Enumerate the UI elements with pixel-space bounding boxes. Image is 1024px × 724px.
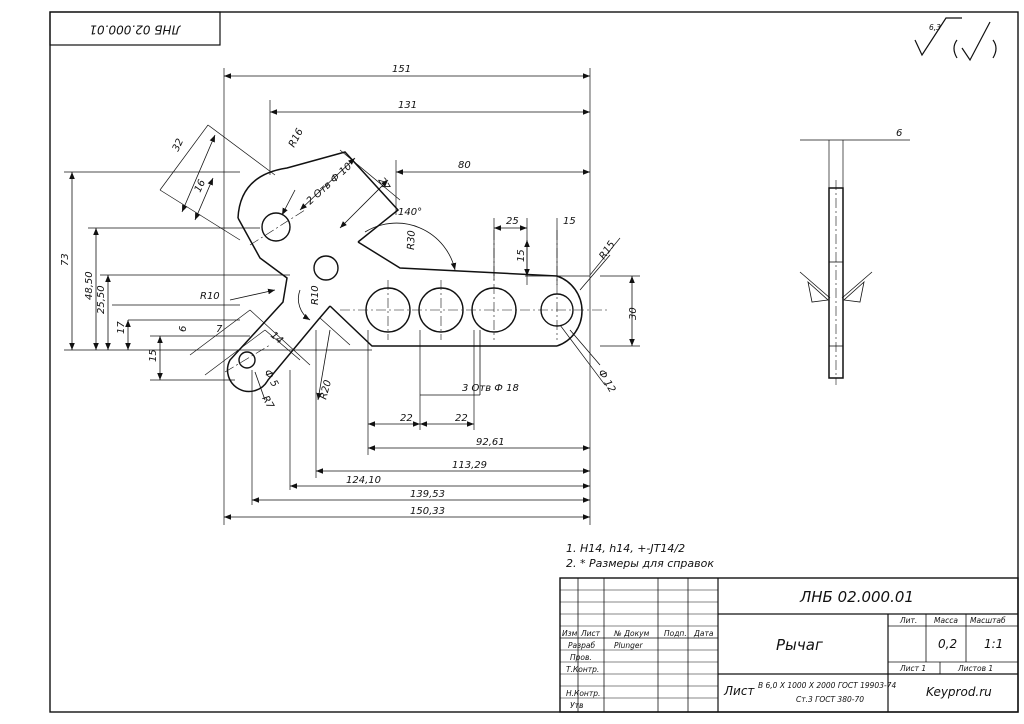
tb-role-razrab: Разраб bbox=[568, 641, 595, 650]
dim-7: 7 bbox=[216, 324, 223, 335]
dim-151: 151 bbox=[392, 64, 411, 75]
dim-22-a: 22 bbox=[400, 413, 413, 424]
dim-30: 30 bbox=[628, 307, 639, 320]
dimension-texts: 151 131 80 32 16 R16 2 Отв Ф 10 27 140° … bbox=[60, 64, 639, 517]
dim-124-10: 124,10 bbox=[346, 475, 381, 486]
tb-role-utv: Утв bbox=[570, 701, 583, 710]
title-block-texts: ЛНБ 02.000.01 Рычаг Изм Лист № Докум Под… bbox=[562, 588, 1006, 710]
tb-material-line1: В 6,0 X 1000 X 2000 ГОСТ 19903-74 bbox=[758, 681, 896, 690]
dim-r15: R15 bbox=[597, 239, 617, 261]
mirrored-stamp-text: ЛНБ 02.000.01 bbox=[89, 23, 181, 37]
dim-113-29: 113,29 bbox=[452, 460, 487, 471]
dim-15-top: 15 bbox=[563, 216, 576, 227]
dim-6: 6 bbox=[178, 326, 189, 332]
dim-16: 16 bbox=[193, 178, 208, 194]
note-2: 2. * Размеры для справок bbox=[566, 557, 714, 570]
dim-r30: R30 bbox=[406, 230, 418, 250]
tb-role-nkontr: Н.Контр. bbox=[566, 689, 600, 698]
dim-139-53: 139,53 bbox=[410, 489, 445, 500]
tb-mass-value: 0,2 bbox=[938, 637, 957, 651]
dim-25-50: 25,50 bbox=[96, 285, 107, 314]
tb-designation: ЛНБ 02.000.01 bbox=[799, 588, 914, 606]
mirrored-stamp: ЛНБ 02.000.01 bbox=[49, 11, 221, 46]
dim-140-angle: 140° bbox=[398, 207, 422, 218]
tb-header-izm: Изм bbox=[562, 629, 578, 638]
roughness-symbol bbox=[914, 17, 997, 62]
dim-3holes: 3 Отв Ф 18 bbox=[462, 383, 519, 394]
roughness-value: 6,3 bbox=[929, 23, 941, 32]
sheet-frame bbox=[49, 11, 1019, 713]
note-1: 1. H14, h14, +-JT14/2 bbox=[566, 542, 685, 555]
dim-12: Ф 12 bbox=[595, 368, 617, 395]
tb-header-lit: Лит. bbox=[899, 616, 917, 625]
tb-sheets: Листов 1 bbox=[957, 664, 993, 673]
dim-2holes: 2 Отв Ф 10 bbox=[305, 161, 355, 207]
dim-25: 25 bbox=[506, 216, 519, 227]
tb-header-mass: Масса bbox=[934, 616, 958, 625]
tb-name: Рычаг bbox=[776, 636, 823, 654]
dim-32: 32 bbox=[171, 137, 186, 153]
dim-150-33: 150,33 bbox=[410, 506, 445, 517]
side-thickness: 6 bbox=[896, 128, 902, 139]
tb-scale-value: 1:1 bbox=[984, 637, 1003, 651]
dim-r20: R20 bbox=[318, 379, 334, 401]
tb-header-sign: Подп. bbox=[664, 629, 687, 638]
part-outline bbox=[226, 151, 583, 393]
tb-role-prov: Пров. bbox=[570, 653, 592, 662]
dim-15-left: 15 bbox=[148, 349, 159, 362]
dim-73: 73 bbox=[60, 253, 71, 266]
tb-org: Keyprod.ru bbox=[926, 685, 992, 699]
tb-header-date: Дата bbox=[693, 629, 714, 638]
dim-r16: R16 bbox=[287, 127, 306, 150]
dimension-arrows bbox=[69, 73, 635, 520]
side-view bbox=[799, 139, 910, 385]
tb-material-prefix: Лист bbox=[723, 684, 755, 698]
angle-arcs bbox=[229, 189, 611, 401]
tb-header-list: Лист bbox=[580, 629, 601, 638]
dim-17: 17 bbox=[116, 321, 127, 334]
tb-header-scale: Масштаб bbox=[970, 616, 1006, 625]
title-block bbox=[559, 577, 1019, 713]
dim-92-61: 92,61 bbox=[476, 437, 505, 448]
dim-r7: R7 bbox=[259, 394, 276, 412]
dim-15-vert: 15 bbox=[516, 249, 527, 262]
dim-r10-left: R10 bbox=[200, 291, 220, 302]
dimension-lines bbox=[64, 68, 640, 525]
dim-131: 131 bbox=[398, 100, 417, 111]
tb-developer: Plunger bbox=[614, 641, 643, 650]
dim-48-50: 48,50 bbox=[84, 271, 95, 300]
tb-header-doc: № Докум bbox=[613, 629, 650, 638]
tb-sheet: Лист 1 bbox=[899, 664, 926, 673]
dim-r10-center: R10 bbox=[310, 285, 321, 305]
dim-80: 80 bbox=[458, 160, 471, 171]
slanted-extensions bbox=[159, 124, 621, 386]
dim-14: 14 bbox=[268, 330, 285, 347]
tb-role-tkontr: Т.Контр. bbox=[566, 665, 599, 674]
dim-22-b: 22 bbox=[455, 413, 468, 424]
tb-material-line2: Ст.3 ГОСТ 380-70 bbox=[796, 695, 864, 704]
